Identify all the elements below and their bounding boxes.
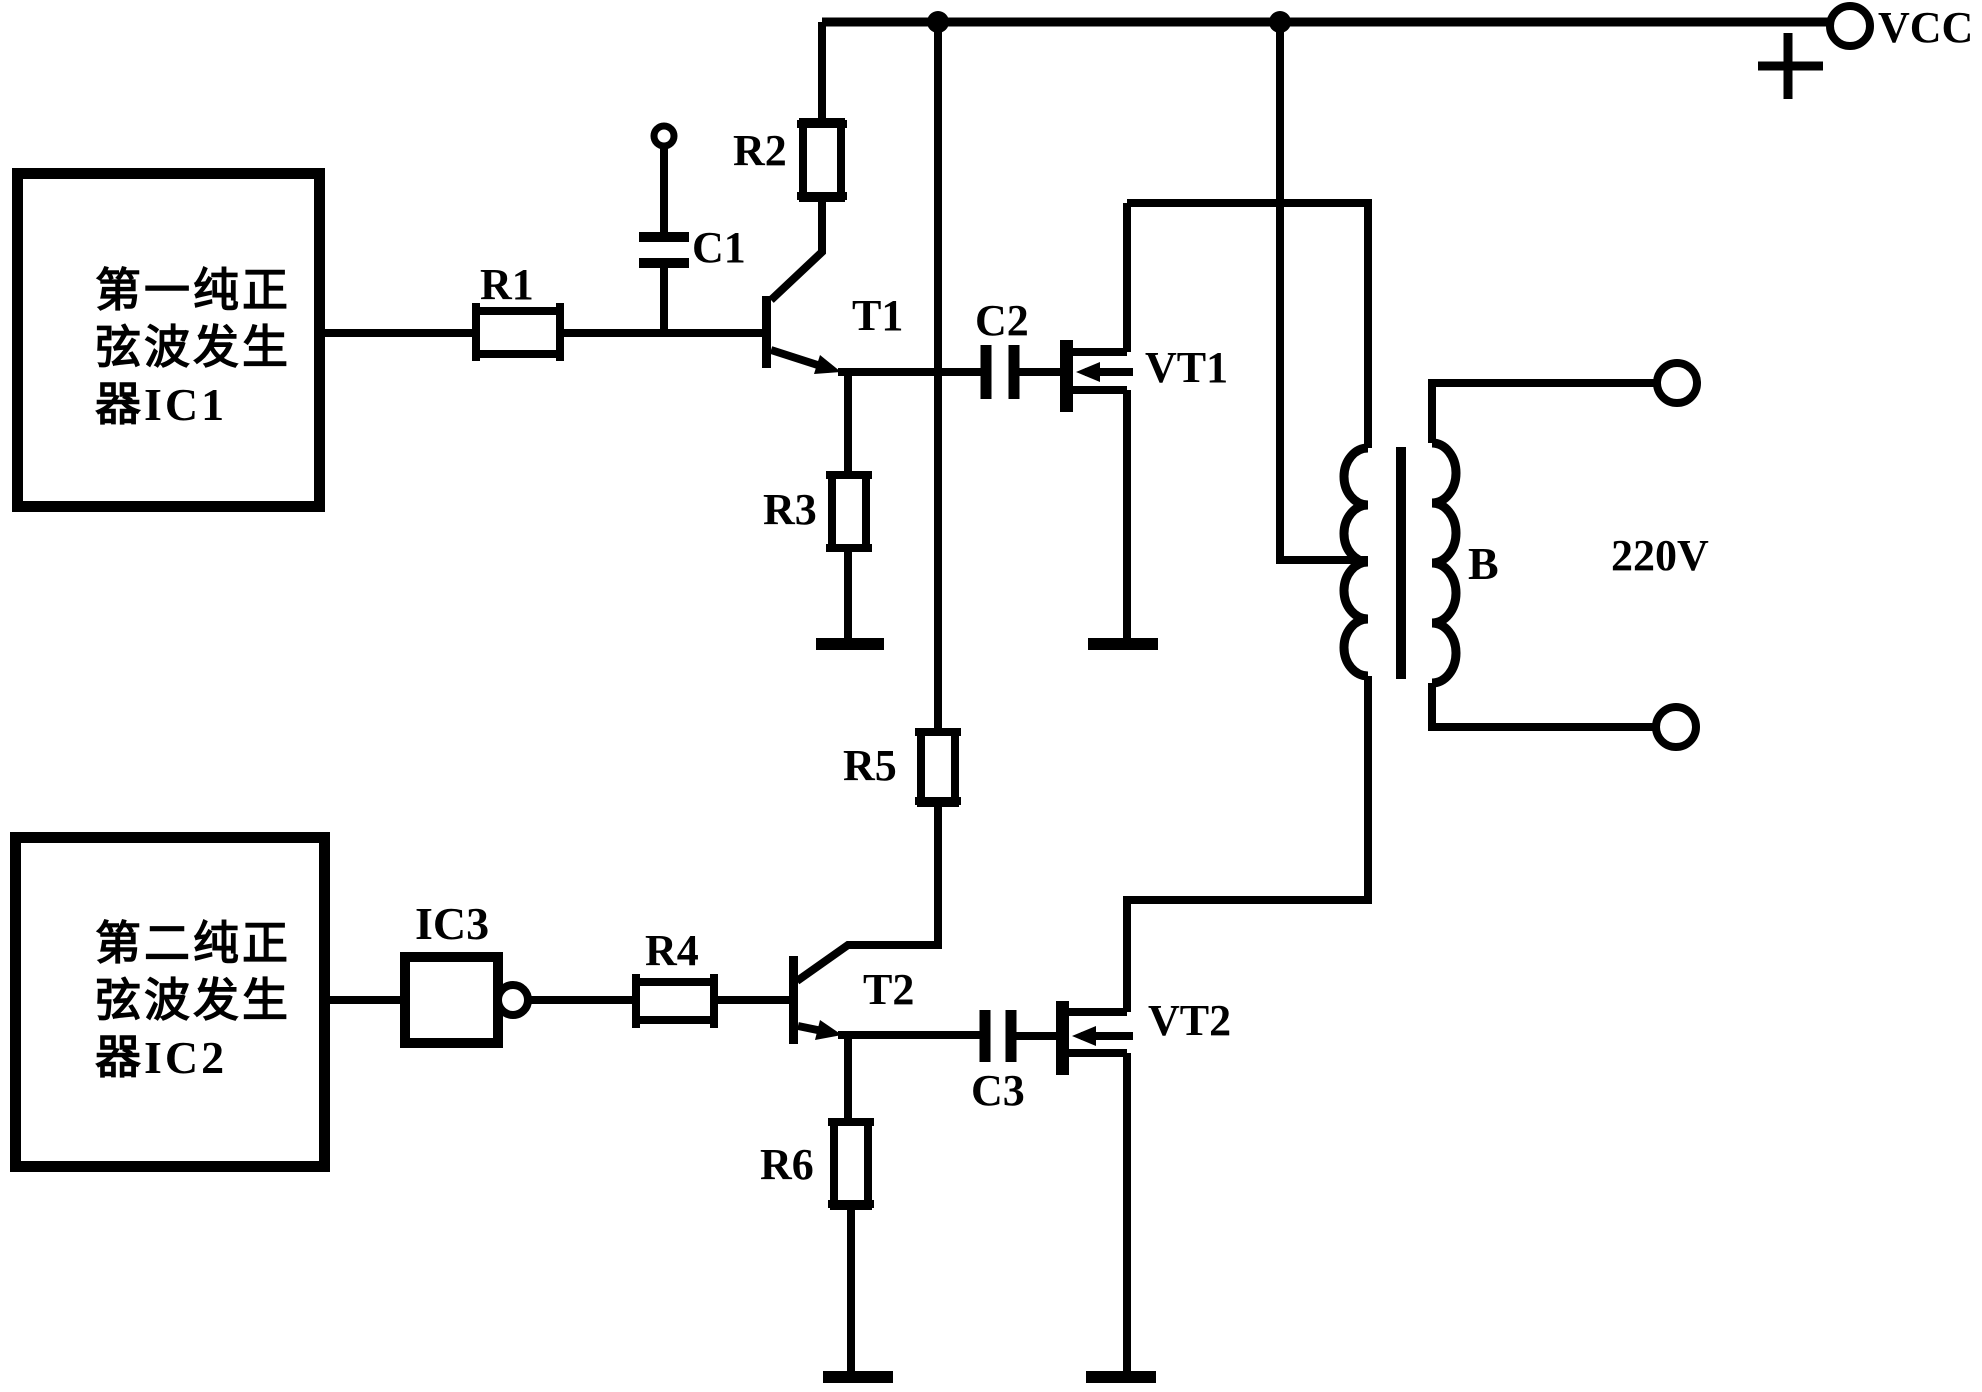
inverter-ic3 (330, 952, 789, 1048)
c1-terminal-icon (650, 122, 678, 150)
primary-feed (1123, 22, 1372, 1012)
resistor-cap (797, 120, 847, 200)
resistor-r4-body (632, 978, 718, 1024)
t2-emitter-network (823, 1010, 1056, 1383)
label-vt2: VT2 (1148, 996, 1232, 1045)
source-stub (1073, 386, 1131, 640)
output-terminal-icon (1653, 359, 1701, 407)
label-r3: R3 (763, 485, 817, 534)
mosfet-vt1 (1060, 203, 1158, 650)
block-ic2: 第二纯正 弦波发生 器IC2 (10, 832, 330, 1172)
capacitor-c2-plates (980, 345, 1020, 399)
label-r1: R1 (480, 260, 534, 309)
transformer-b (1339, 359, 1701, 751)
label-ic3: IC3 (415, 898, 490, 949)
block-ic1: 第一纯正 弦波发生 器IC1 (12, 168, 325, 512)
secondary-coil (1431, 438, 1461, 688)
base-bar (762, 296, 771, 368)
label-r5: R5 (843, 741, 897, 790)
resistor-cap (915, 728, 961, 805)
vcc-rail (822, 2, 1874, 99)
secondary-bottom-lead (1428, 683, 1656, 731)
primary-coil (1339, 443, 1369, 681)
source-stub (1069, 1049, 1131, 1372)
label-r2: R2 (733, 126, 787, 175)
resistor-r1-cap (472, 303, 564, 361)
resistor-r2 (768, 22, 847, 303)
label-c1: C1 (692, 223, 746, 272)
wire (838, 368, 986, 475)
wire (1123, 676, 1372, 1012)
mosfet-arrow-icon (1076, 362, 1100, 382)
resistor-r1-body (472, 307, 564, 358)
block-ic1-line: 器IC1 (95, 379, 228, 430)
label-c2: C2 (975, 296, 1029, 345)
emitter-arrow-icon (814, 355, 841, 374)
wire (794, 803, 942, 985)
resistor-r5 (794, 22, 961, 985)
label-220v: 220V (1611, 531, 1709, 580)
resistor-r6-cap (828, 1118, 874, 1208)
t1-emitter-network (816, 345, 1060, 650)
wire (1127, 199, 1372, 448)
resistor-body (799, 118, 845, 202)
wire (838, 1031, 985, 1122)
label-c3: C3 (971, 1066, 1025, 1115)
block-ic2-line: 弦波发生 (95, 975, 291, 1026)
block-ic2-line: 第二纯正 (95, 918, 291, 969)
block-ic2-line: 器IC2 (95, 1032, 228, 1083)
base-bar (789, 956, 798, 1044)
inverter-bubble-icon (494, 981, 532, 1019)
mosfet-vt2 (1056, 1001, 1156, 1383)
label-vcc: VCC (1878, 3, 1974, 52)
label-r4: R4 (645, 926, 699, 975)
resistor-r6-body (830, 1118, 872, 1210)
t1-input-network (325, 122, 762, 361)
label-r6: R6 (760, 1140, 814, 1189)
resistor-body (917, 728, 959, 807)
mosfet-arrow-icon (1072, 1026, 1096, 1046)
capacitor-c1-plates (639, 232, 689, 268)
label-vt1: VT1 (1145, 343, 1229, 392)
capacitor-c3-plates (979, 1010, 1017, 1062)
vcc-terminal-icon (1826, 2, 1874, 50)
drain-stub (1073, 203, 1131, 356)
resistor-r3-body (828, 471, 870, 552)
wire (1276, 22, 1368, 564)
output-terminal-icon (1652, 703, 1700, 751)
block-ic1-line: 第一纯正 (95, 265, 291, 316)
transistor-t1 (762, 296, 841, 374)
label-t1: T1 (852, 291, 904, 340)
core-bar (1396, 447, 1406, 679)
secondary-top-lead (1428, 379, 1657, 443)
emitter-arrow-icon (815, 1020, 842, 1040)
wire (768, 198, 826, 303)
block-ic1-line: 弦波发生 (95, 322, 291, 373)
label-transformer: B (1468, 538, 1499, 589)
gate-bar (1060, 340, 1073, 412)
inverter-box (400, 952, 503, 1048)
gate-bar (1056, 1001, 1069, 1075)
plus-icon (1758, 33, 1823, 99)
transistor-t2 (789, 956, 842, 1044)
label-t2: T2 (863, 965, 915, 1014)
